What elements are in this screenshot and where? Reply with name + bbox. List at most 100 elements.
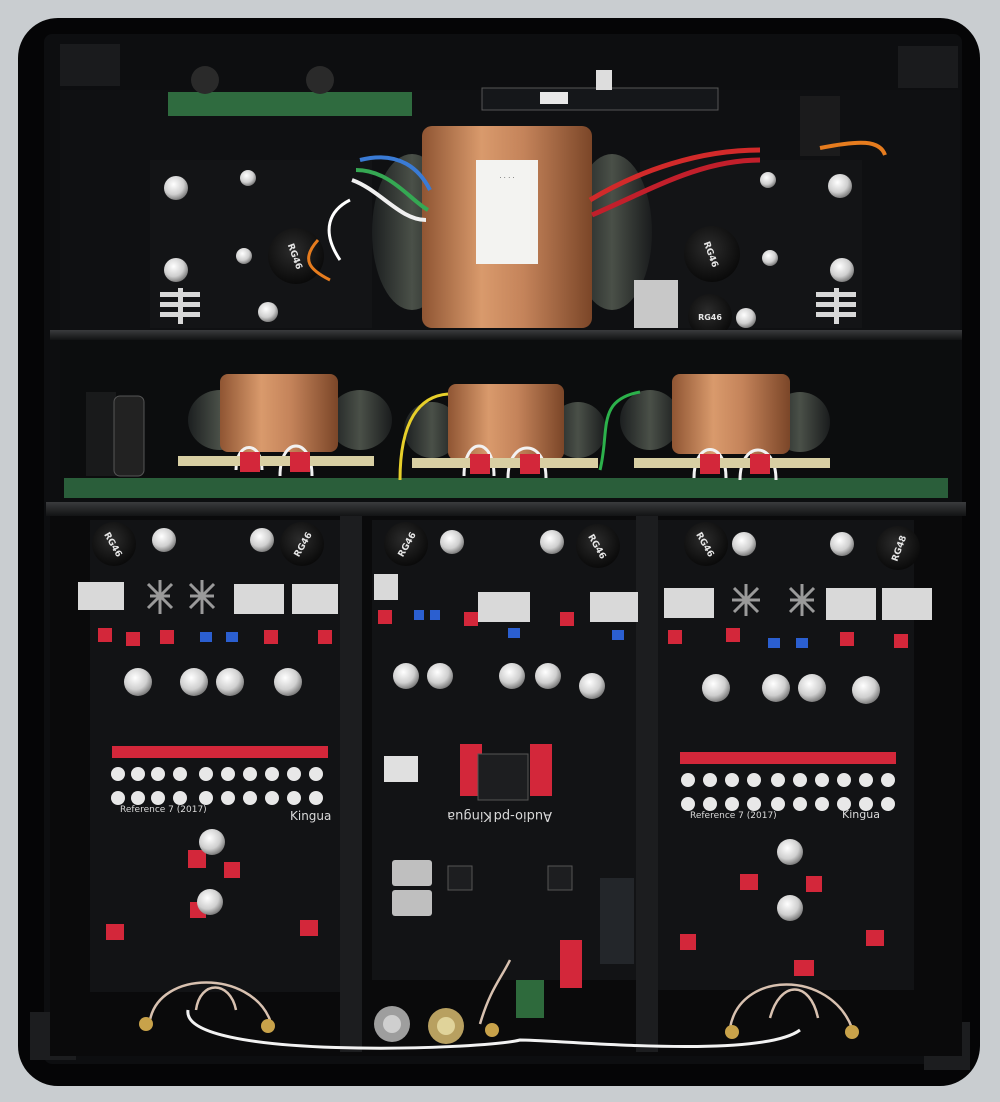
connector [540,92,568,104]
heatsinks-left-board [78,582,338,614]
electrolytic-capacitor [113,395,145,477]
signal-wire [148,981,272,1021]
power-supply-section: RG46 RG46 RG46 · · · · [60,66,960,338]
wire [588,147,761,203]
amplifier-boards-section: RG46 RG46 RG46 RG46 RG46 RG48 [50,516,962,1056]
shelf-divider-middle [46,502,966,516]
toroid-inductor [576,524,620,568]
capacitor [762,250,778,266]
wire [351,178,427,222]
transformer-sticker [476,160,538,264]
partition [340,516,362,1052]
terminal-strip [178,456,374,466]
crystal-oscillator [392,860,432,886]
ground-wire [186,1009,801,1050]
star-heatsink [146,580,816,616]
heatsink-right [816,288,856,324]
crystal-oscillator [392,890,432,916]
transformer-pcb [64,478,948,498]
binding-post [845,1025,859,1039]
relay [700,454,720,474]
brand-silkscreen-right: Kingua [842,808,880,821]
binding-post [261,1019,275,1033]
capacitor [164,176,188,200]
output-transformer-coil [404,402,460,458]
wire [591,157,761,218]
toroid-inductor [268,228,324,284]
capacitor [164,258,188,282]
binding-post [139,1017,153,1031]
wire [738,448,778,481]
capacitor [240,170,256,186]
wire [359,155,432,191]
binding-post [485,1023,499,1037]
toroid-inductor [684,522,728,566]
capacitor [830,258,854,282]
partition [636,516,658,1052]
relay [520,454,540,474]
daughter-board [600,878,634,964]
ic-chip [447,865,473,891]
input-jack [437,1017,455,1035]
heatsink-vertical [86,392,116,476]
control-board-top [481,87,719,111]
capacitor [828,174,852,198]
heatsinks-right-board [664,588,932,620]
dsp-chip [477,753,529,801]
brand-silkscreen-center: Kingua [447,808,492,823]
corner-block-tl [60,44,120,86]
bridge-rectifier [634,280,678,328]
capacitor [258,302,278,322]
toroid-inductor [688,294,732,338]
wire [598,390,641,471]
capacitor [236,248,252,264]
capacitor [736,308,756,328]
toroid-inductor [280,522,324,566]
green-module [516,980,544,1018]
terminal-strip [412,458,598,468]
heatsink-left [160,288,200,324]
toroid-label: RG46 [698,313,722,322]
trimmer-array [200,610,808,648]
relay [290,452,310,472]
output-transformer-2 [448,384,564,460]
output-transformer-coil [620,390,680,450]
output-transformer-coil [328,390,392,450]
binding-post [725,1025,739,1039]
heatsinks-center-board [374,574,638,622]
toroid-inductor [384,522,428,566]
relay [750,454,770,474]
output-transformer-1 [220,374,338,452]
wire [327,198,351,261]
capacitor-top [191,66,219,94]
transformer-sticker-text: · · · · [499,174,515,182]
signal-wire [478,959,512,1025]
relay [470,454,490,474]
wire [398,392,449,481]
signal-wire [728,983,854,1029]
toroid-inductor [876,526,920,570]
toroid-inductor [92,522,136,566]
toroid-inductor [684,226,740,282]
capacitor [760,172,776,188]
reference-silkscreen-left: Reference 7 (2017) [120,805,207,815]
terminal-strip [634,458,830,468]
input-jack [383,1015,401,1033]
connector [596,70,612,90]
small-capacitor-grid-right [681,773,895,811]
wire [819,140,887,156]
wire [307,238,331,282]
relay [240,452,260,472]
green-board-top-left [168,92,412,116]
corner-block-tr [898,46,958,88]
shelf-divider-top [50,330,962,340]
capacitor-top [306,66,334,94]
signal-wire [194,986,238,1011]
small-capacitor-grid-left [111,767,323,805]
board-name-silkscreen: Audio-pd [494,808,552,823]
module [384,756,418,782]
relay-array [98,610,908,988]
signal-wire [768,988,820,1019]
ic-chip [547,865,573,891]
